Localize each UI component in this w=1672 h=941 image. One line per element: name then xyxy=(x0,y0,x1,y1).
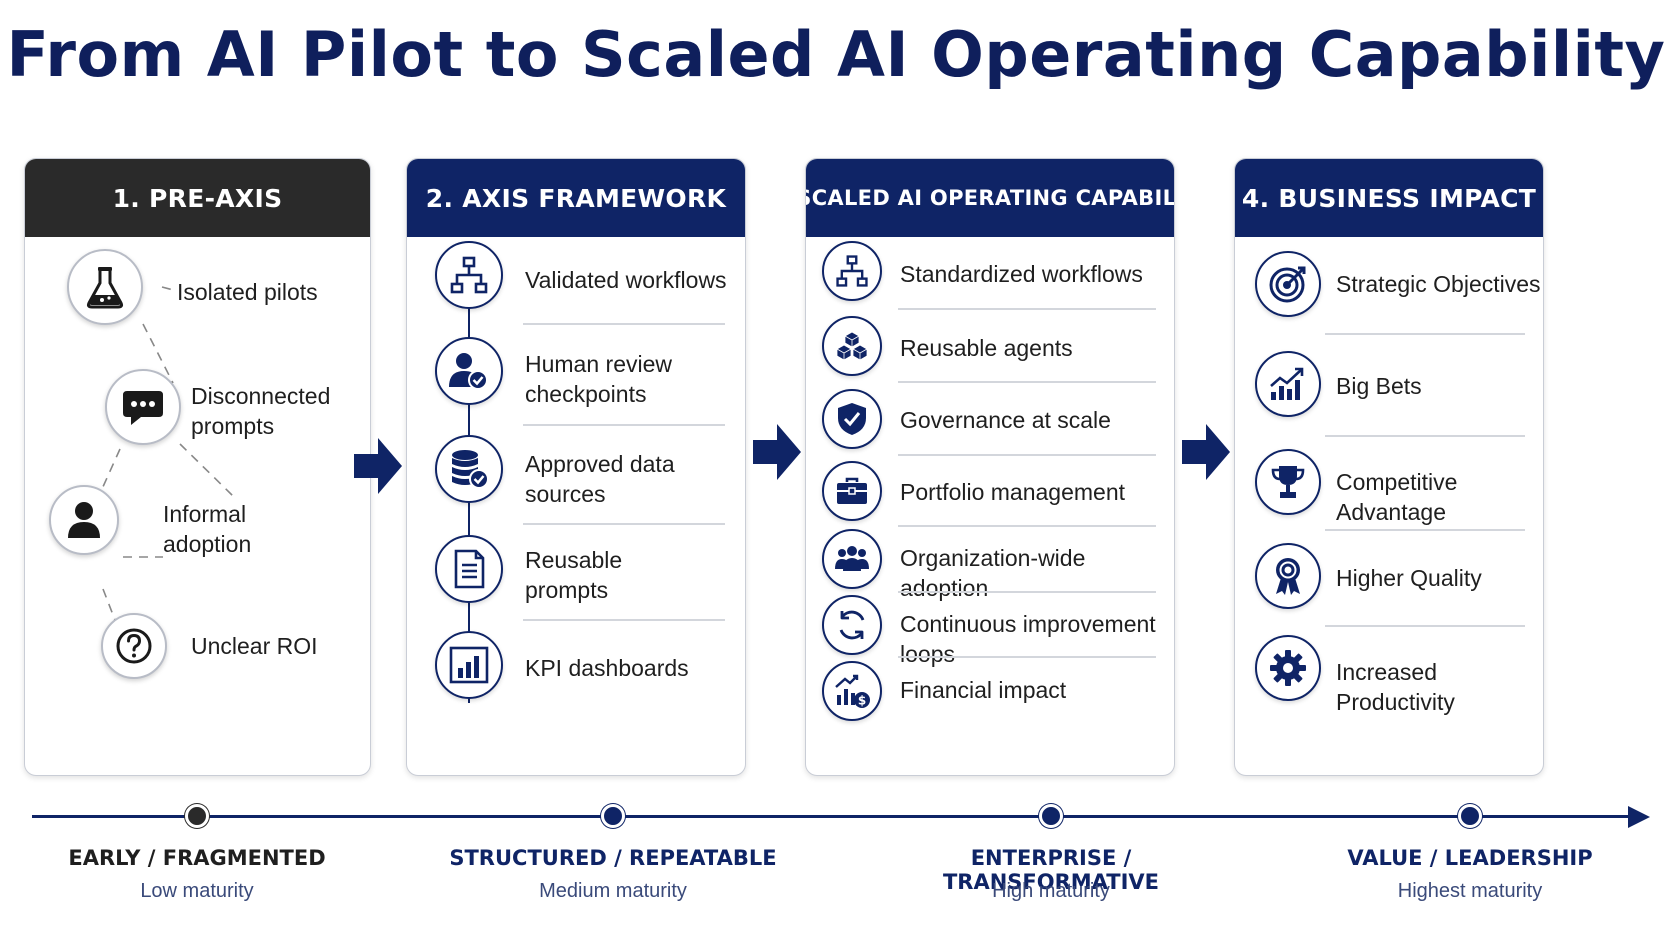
bar-chart-icon xyxy=(435,631,503,699)
item-reusable-prompts: Reusable prompts xyxy=(525,547,623,603)
item-big-bets: Big Bets xyxy=(1336,373,1422,399)
chat-bubble-icon xyxy=(105,369,181,445)
divider xyxy=(1325,625,1525,627)
divider xyxy=(898,591,1156,593)
item-informal-adoption: Informal adoption xyxy=(163,501,252,557)
workflow-icon xyxy=(822,241,882,301)
stage-sub-early: Low maturity xyxy=(140,880,254,902)
divider xyxy=(898,656,1156,658)
page-title: From AI Pilot to Scaled AI Operating Cap… xyxy=(6,18,1666,91)
item-increased-productivity: Increased Productivity xyxy=(1336,659,1455,715)
divider xyxy=(1325,529,1525,531)
timeline-arrowhead-icon xyxy=(1628,806,1650,828)
refresh-icon xyxy=(822,595,882,655)
maturity-timeline-line xyxy=(32,815,1637,818)
item-portfolio-management: Portfolio management xyxy=(900,479,1126,505)
stage-label-value: VALUE / LEADERSHIP xyxy=(1347,846,1593,870)
divider xyxy=(1325,435,1525,437)
gear-icon xyxy=(1255,635,1321,701)
briefcase-icon xyxy=(822,461,882,521)
stage-sub-enterprise: High maturity xyxy=(992,880,1110,902)
document-icon xyxy=(435,535,503,603)
item-unclear-roi: Unclear ROI xyxy=(191,633,318,659)
divider xyxy=(1325,333,1525,335)
timeline-marker xyxy=(1458,804,1482,828)
divider xyxy=(898,525,1156,527)
people-icon xyxy=(822,529,882,589)
stage-sub-structured: Medium maturity xyxy=(539,880,687,902)
item-continuous-improvement-loops: Continuous improvement loops xyxy=(900,611,1156,667)
item-competitive-advantage: Competitive Advantage xyxy=(1336,469,1458,525)
trophy-icon xyxy=(1255,449,1321,515)
target-icon xyxy=(1255,251,1321,317)
timeline-marker xyxy=(601,804,625,828)
column-scaled-ai-operating-capability: 3. SCALED AI OPERATING CAPABILITY Standa… xyxy=(805,158,1175,776)
item-governance-at-scale: Governance at scale xyxy=(900,407,1111,433)
column-header: 1. PRE-AXIS xyxy=(25,159,370,237)
svg-text:$: $ xyxy=(858,694,866,708)
cubes-icon xyxy=(822,316,882,376)
dashed-connector-lines xyxy=(92,286,234,652)
item-organization-wide-adoption: Organization-wide adoption xyxy=(900,545,1086,601)
divider xyxy=(523,424,725,426)
workflow-icon xyxy=(435,241,503,309)
item-human-review-checkpoints: Human review checkpoints xyxy=(525,351,672,407)
column-header: 2. AXIS FRAMEWORK xyxy=(407,159,745,237)
stage-label-early: EARLY / FRAGMENTED xyxy=(68,846,326,870)
column-axis-framework: 2. AXIS FRAMEWORK Validated workflows Hu… xyxy=(406,158,746,776)
finance-chart-icon: $ xyxy=(822,661,882,721)
item-kpi-dashboards: KPI dashboards xyxy=(525,655,689,681)
user-icon xyxy=(49,485,119,555)
column-business-impact: 4. BUSINESS IMPACT Strategic Objectives … xyxy=(1234,158,1544,776)
database-check-icon xyxy=(435,435,503,503)
arrow-right-icon xyxy=(1182,424,1230,480)
item-validated-workflows: Validated workflows xyxy=(525,267,727,293)
stage-label-enterprise: ENTERPRISE / TRANSFORMATIVE xyxy=(942,846,1160,894)
divider xyxy=(898,381,1156,383)
question-icon xyxy=(101,613,167,679)
divider xyxy=(523,619,725,621)
user-check-icon xyxy=(435,337,503,405)
column-header: 4. BUSINESS IMPACT xyxy=(1235,159,1543,237)
column-pre-axis: 1. PRE-AXIS Isolated pilots Disconnected… xyxy=(24,158,371,776)
item-isolated-pilots: Isolated pilots xyxy=(177,279,318,305)
timeline-marker xyxy=(185,804,209,828)
item-disconnected-prompts: Disconnected prompts xyxy=(191,383,331,439)
divider xyxy=(523,523,725,525)
arrow-right-icon xyxy=(753,424,801,480)
item-approved-data-sources: Approved data sources xyxy=(525,451,675,507)
item-reusable-agents: Reusable agents xyxy=(900,335,1073,361)
flask-icon xyxy=(67,249,143,325)
item-strategic-objectives: Strategic Objectives xyxy=(1336,271,1541,297)
divider xyxy=(898,308,1156,310)
item-financial-impact: Financial impact xyxy=(900,677,1067,703)
growth-chart-icon xyxy=(1255,351,1321,417)
stage-sub-value: Highest maturity xyxy=(1397,880,1543,902)
stage-label-structured: STRUCTURED / REPEATABLE xyxy=(449,846,777,870)
column-header: 3. SCALED AI OPERATING CAPABILITY xyxy=(806,159,1174,237)
timeline-marker xyxy=(1039,804,1063,828)
item-higher-quality: Higher Quality xyxy=(1336,565,1482,591)
divider xyxy=(898,454,1156,456)
divider xyxy=(523,323,725,325)
shield-check-icon xyxy=(822,389,882,449)
arrow-right-icon xyxy=(354,438,402,494)
item-standardized-workflows: Standardized workflows xyxy=(900,261,1143,287)
award-ribbon-icon xyxy=(1255,543,1321,609)
